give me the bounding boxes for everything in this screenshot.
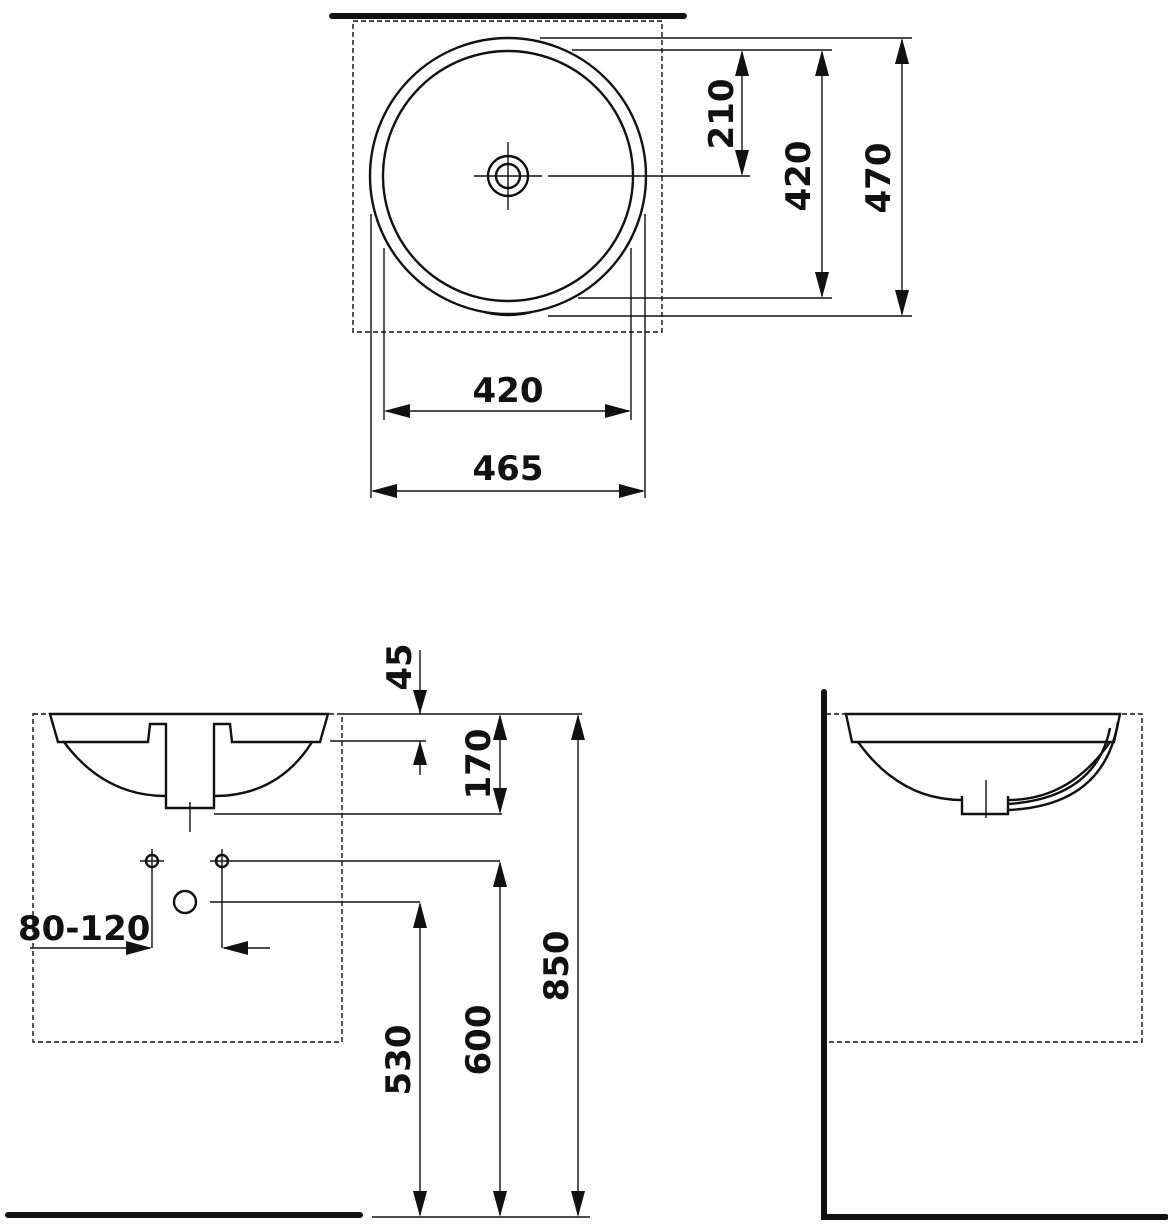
dim-label-600: 600 (459, 1005, 499, 1076)
dimension-420-horizontal: 420 (384, 371, 631, 418)
dim-label-80-120: 80-120 (18, 909, 150, 949)
basin-rim-profile (48, 712, 330, 810)
dim-label-420-vertical: 420 (779, 141, 819, 212)
dimension-465: 465 (371, 449, 645, 498)
dimension-470: 470 (859, 38, 909, 316)
dimension-170: 170 (459, 714, 507, 814)
dim-label-465: 465 (473, 449, 544, 489)
dimension-210: 210 (702, 50, 749, 176)
dimension-420-vertical: 420 (779, 50, 829, 298)
dim-label-210: 210 (702, 79, 742, 150)
side-drain (960, 796, 1010, 816)
dim-label-470: 470 (859, 143, 899, 214)
overflow-lip (483, 310, 533, 317)
waste-outlet (172, 889, 420, 915)
dim-label-420-horizontal: 420 (473, 371, 544, 411)
dimension-530: 530 (379, 902, 427, 1217)
side-bowl-left (857, 741, 963, 802)
overflow-channel-inner (1007, 727, 1112, 806)
side-view (821, 689, 1168, 1220)
dimension-80-120: 80-120 (18, 909, 270, 955)
front-view: 45 170 80-120 530 600 (5, 643, 590, 1218)
top-view: 210 420 470 420 (329, 13, 912, 498)
dim-label-850: 850 (537, 931, 577, 1002)
dimension-850: 850 (537, 714, 585, 1217)
tap-hole-right (210, 849, 500, 948)
dim-label-45: 45 (380, 643, 420, 690)
wall-and-floor-side (821, 689, 1168, 1220)
side-rim-profile (844, 712, 1122, 744)
dimension-600: 600 (459, 861, 507, 1217)
tap-hole-left (140, 849, 164, 948)
dimension-45: 45 (380, 643, 427, 775)
side-bowl-right (1007, 741, 1111, 802)
basin-bowl-left (63, 741, 167, 798)
dim-label-170: 170 (459, 729, 499, 800)
basin-bowl-right (213, 741, 314, 798)
overflow-channel-outer (1007, 721, 1120, 812)
cabinet-outline-side (826, 713, 1143, 1043)
dim-label-530: 530 (379, 1025, 419, 1096)
